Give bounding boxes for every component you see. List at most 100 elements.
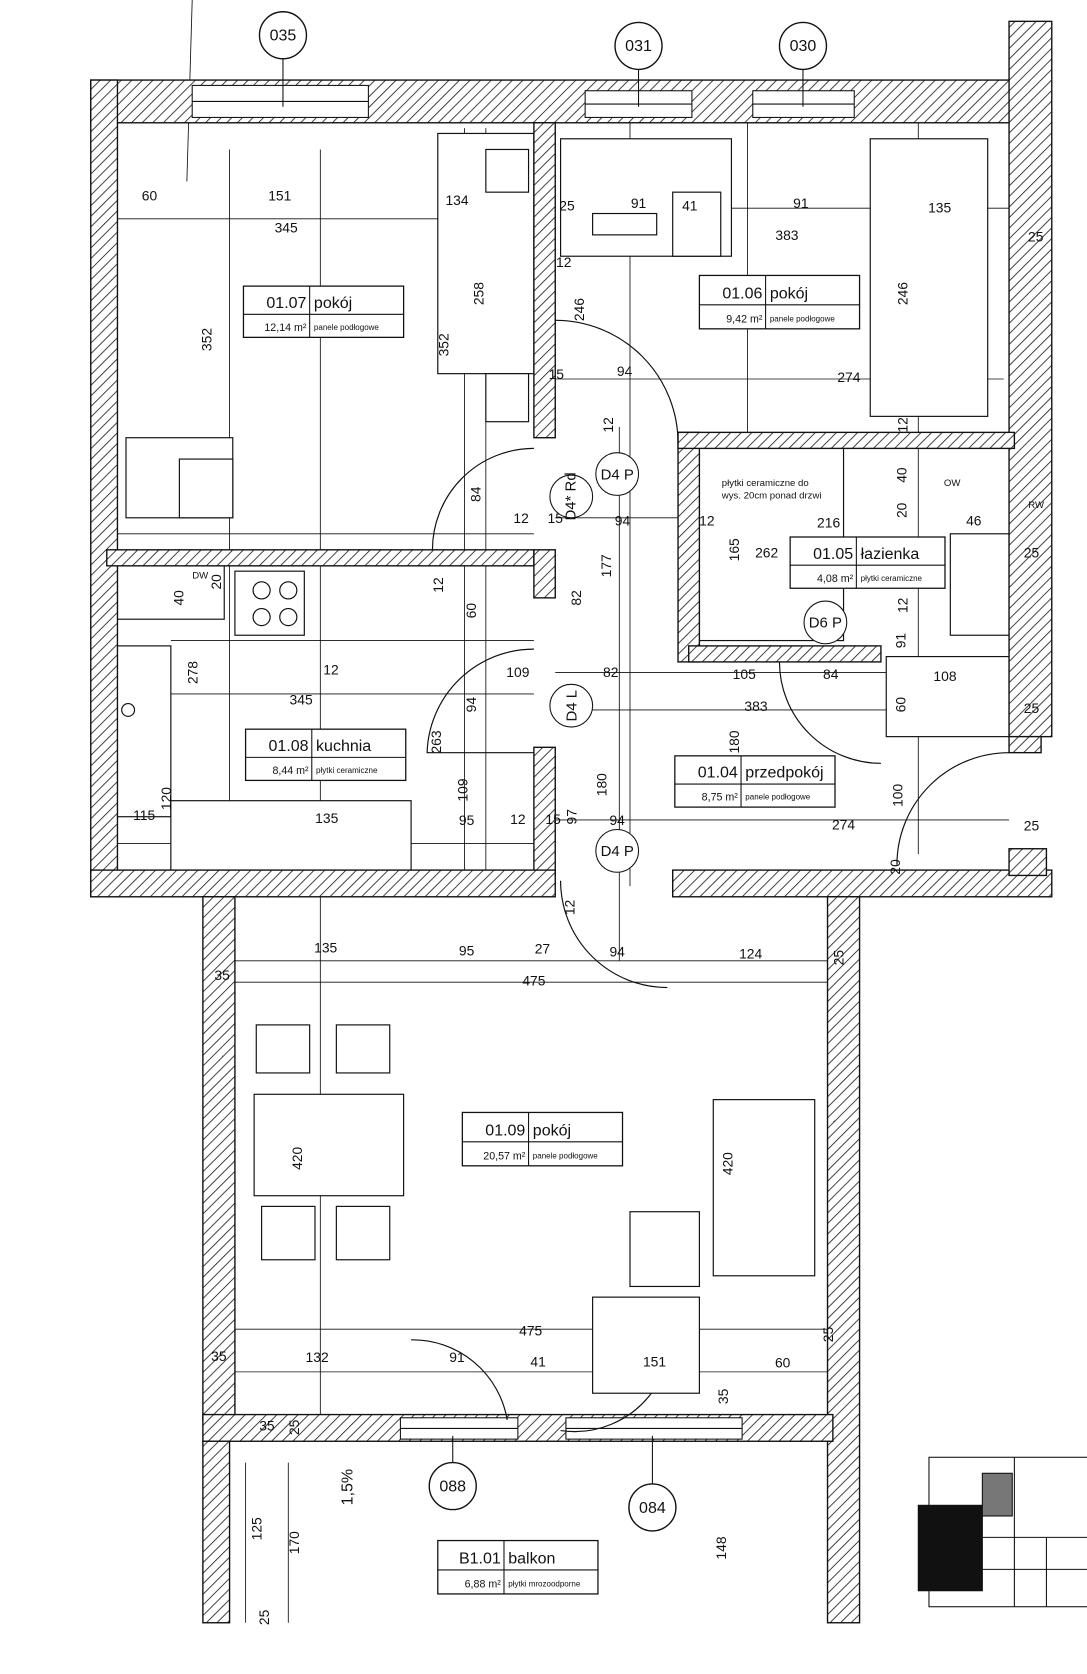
dimension-label: 25 [831, 950, 847, 966]
dimension-label: 135 [315, 810, 338, 826]
dimension-label: 60 [463, 603, 479, 619]
room-name: pokój [314, 295, 352, 312]
dimension-label: 94 [609, 944, 625, 960]
furniture-item [672, 191, 722, 257]
dishwasher-label: DW [192, 571, 209, 582]
dimension-label: 134 [445, 192, 468, 208]
dimension-label: 180 [593, 773, 609, 796]
dimension-label: 12 [561, 899, 577, 915]
room-area: 4,08 m² [817, 573, 854, 585]
dimension-label: 95 [459, 943, 475, 959]
dimension-label: 95 [459, 812, 475, 828]
wall [688, 645, 882, 663]
wall [672, 869, 1053, 898]
svg-text:D4 L: D4 L [564, 690, 581, 722]
dimension-label: 120 [158, 787, 174, 810]
dimension-label: 91 [631, 195, 647, 211]
dimension-label: 180 [726, 730, 742, 753]
room-number: 01.06 [722, 285, 762, 302]
room-finish: płytki mrozoodporne [508, 1579, 581, 1588]
room-name: kuchnia [316, 738, 371, 755]
dimension-label: 148 [713, 1536, 729, 1559]
dimension-label: 35 [211, 1348, 227, 1364]
wall [533, 122, 556, 439]
door-tag: D4 P [595, 452, 640, 496]
door-swings [411, 319, 1010, 1433]
dimension-label: 383 [744, 698, 767, 714]
dimension-label: 135 [314, 939, 337, 955]
dimension-label: 94 [617, 363, 633, 379]
dimension-label: 25 [559, 197, 575, 213]
stove-burner [252, 581, 271, 600]
dimension-label: 20 [887, 859, 903, 875]
door-tag: D6 P [803, 600, 848, 645]
dimension-label: 94 [615, 512, 631, 528]
dimension-label: 12 [510, 811, 526, 827]
dimension-label: 151 [268, 188, 291, 204]
room-finish: panele podłogowe [533, 1151, 599, 1160]
dimension-label: 258 [471, 282, 487, 305]
room-finish: panele podłogowe [770, 314, 836, 323]
furniture-item [253, 1093, 405, 1197]
dimension-label: 35 [259, 1418, 275, 1434]
dimension-label: 12 [323, 662, 339, 678]
axis-marker-031: 031 [614, 21, 663, 107]
dimension-label: 135 [928, 199, 951, 215]
dimension-label: 35 [715, 1388, 731, 1404]
furniture-item [261, 1205, 316, 1261]
balcony-slope-label: 1,5% [339, 1469, 356, 1505]
bathroom-tile-note: płytki ceramiczne do wys. 20cm ponad drz… [721, 478, 822, 502]
door-swing [431, 447, 534, 550]
axis-marker-030: 030 [778, 21, 828, 107]
dimension-label: 246 [571, 298, 587, 321]
room-label-box [242, 285, 405, 339]
dimension-label: 170 [286, 1531, 302, 1554]
svg-text:D6 P: D6 P [809, 615, 842, 632]
dimension-label: 15 [549, 366, 565, 382]
room-finish: panele podłogowe [314, 323, 380, 332]
dimension-label: 383 [775, 227, 798, 243]
dimension-label: 97 [564, 809, 580, 825]
dimension-label: 25 [1024, 544, 1040, 560]
room-number: B1.01 [459, 1551, 501, 1568]
dimension-label: 100 [889, 784, 905, 807]
room-name: łazienka [861, 546, 920, 563]
dimension-label: 108 [933, 668, 956, 684]
dimension-label: 20 [208, 574, 224, 590]
dimension-label: 12 [430, 577, 446, 593]
room-finish: panele podłogowe [745, 793, 811, 802]
riser-label: RW [1028, 500, 1045, 511]
dimension-label: 60 [892, 697, 908, 713]
dimension-label: 246 [895, 282, 911, 305]
dimension-label: 475 [522, 972, 545, 988]
room-label-box [244, 728, 407, 782]
room-number: 01.04 [698, 765, 738, 782]
dimension-label: 40 [894, 467, 910, 483]
room-label-box [674, 755, 836, 808]
room-name: pokój [770, 285, 808, 302]
wall [90, 79, 119, 898]
furniture-item [485, 148, 530, 193]
dimension-label: 352 [435, 333, 451, 356]
dimension-label: 12 [513, 510, 529, 526]
room-finish: płytki ceramiczne [316, 766, 378, 775]
room-number: 01.05 [813, 546, 853, 563]
door-swing [559, 880, 668, 989]
door-tag: D4 L [549, 683, 594, 728]
furniture-item [712, 1099, 816, 1277]
axis-marker-084: 084 [628, 1435, 677, 1532]
dimension-label: 125 [249, 1517, 265, 1540]
dimension-label: 35 [214, 967, 230, 983]
furniture-item [335, 1205, 391, 1261]
axis-marker-035: 035 [258, 11, 308, 107]
axis-label: 035 [270, 28, 297, 45]
wall [1008, 20, 1053, 738]
dimension-label: 352 [198, 328, 214, 351]
room-name: balkon [508, 1551, 555, 1568]
washing-machine-label: OW [944, 478, 961, 489]
svg-text:płytki ceramiczne do: płytki ceramiczne do [722, 478, 809, 489]
